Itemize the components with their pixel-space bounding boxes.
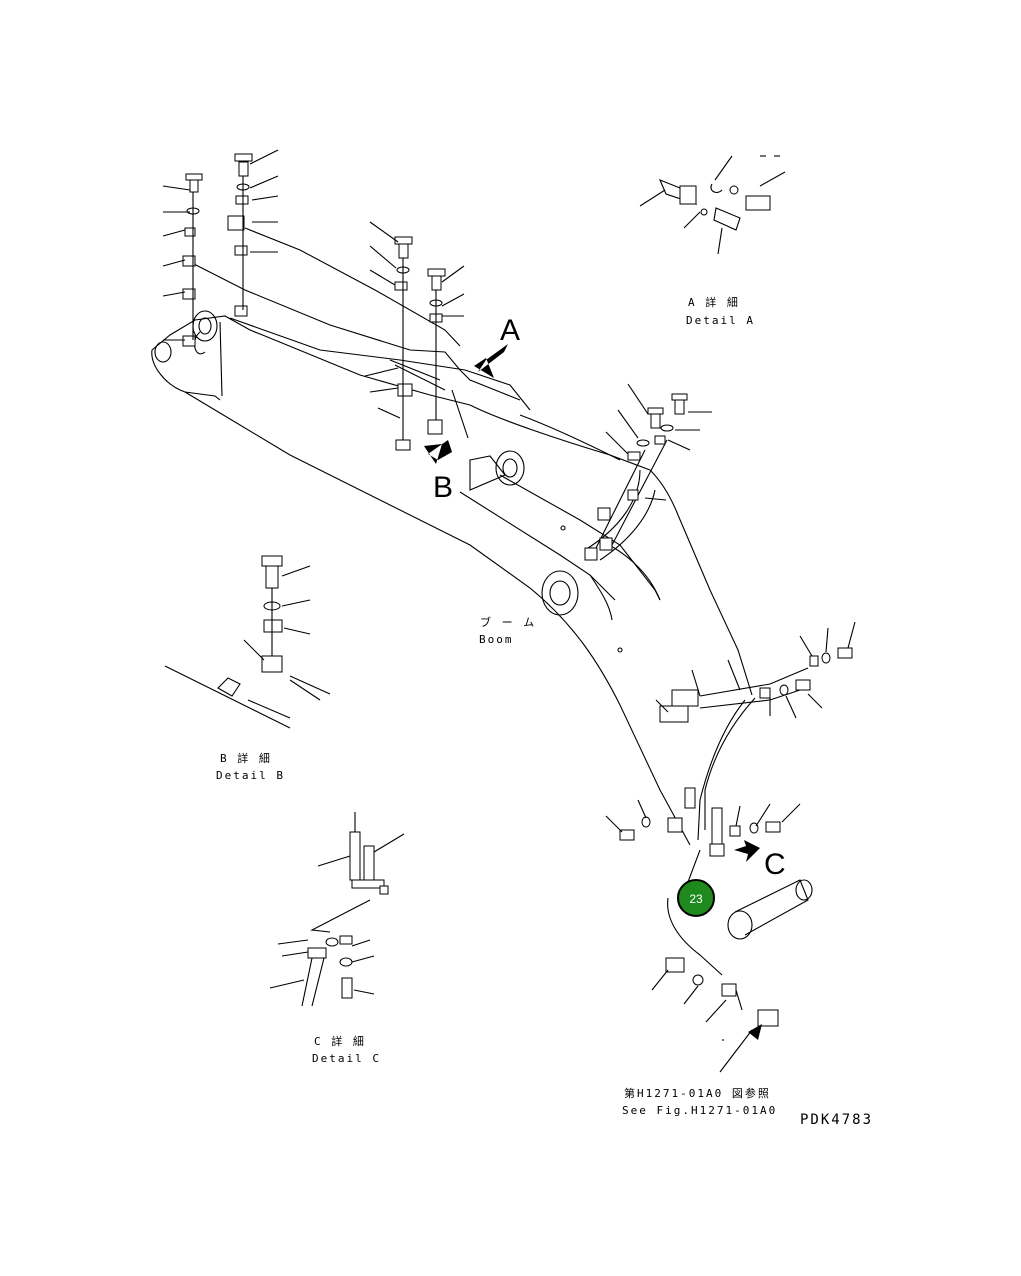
view-letter-b: B (433, 471, 453, 504)
arm-hose-assembly (605, 621, 856, 857)
detail-a-title-jp: A 詳 細 (688, 295, 740, 309)
hose-lines (189, 227, 656, 561)
detail-c-illustration (269, 812, 405, 1007)
view-a-arrow (474, 344, 508, 378)
reference-jp: 第H1271-01A0 図参照 (624, 1086, 771, 1100)
part-hotspot-23[interactable]: 23 (677, 879, 715, 917)
boom-label-jp: ブ ー ム (480, 615, 536, 629)
clamp-assembly-center (364, 221, 469, 451)
clamp-assembly-left (162, 149, 279, 347)
view-c-arrow (734, 840, 760, 862)
boom-label-en: Boom (479, 633, 514, 646)
detail-c-title-en: Detail C (312, 1052, 381, 1065)
clamp-assembly-right (584, 383, 712, 561)
view-b-arrow (424, 440, 452, 464)
detail-b-title-en: Detail B (216, 769, 285, 782)
view-letter-c: C (764, 848, 786, 881)
reference-en: See Fig.H1271-01A0 (622, 1104, 777, 1117)
detail-a-illustration (639, 155, 786, 255)
boom-outline (151, 310, 753, 846)
drawing-code: PDK4783 (800, 1112, 873, 1128)
lower-cylinder (651, 849, 813, 1073)
detail-b-title-jp: B 詳 細 (220, 751, 272, 765)
hotspot-circle[interactable] (677, 879, 715, 917)
detail-a-title-en: Detail A (686, 314, 755, 327)
detail-b-illustration (164, 555, 331, 729)
detail-c-title-jp: C 詳 細 (314, 1034, 366, 1048)
hotspot-number[interactable]: 23 (689, 892, 703, 906)
view-letter-a: A (500, 314, 520, 347)
